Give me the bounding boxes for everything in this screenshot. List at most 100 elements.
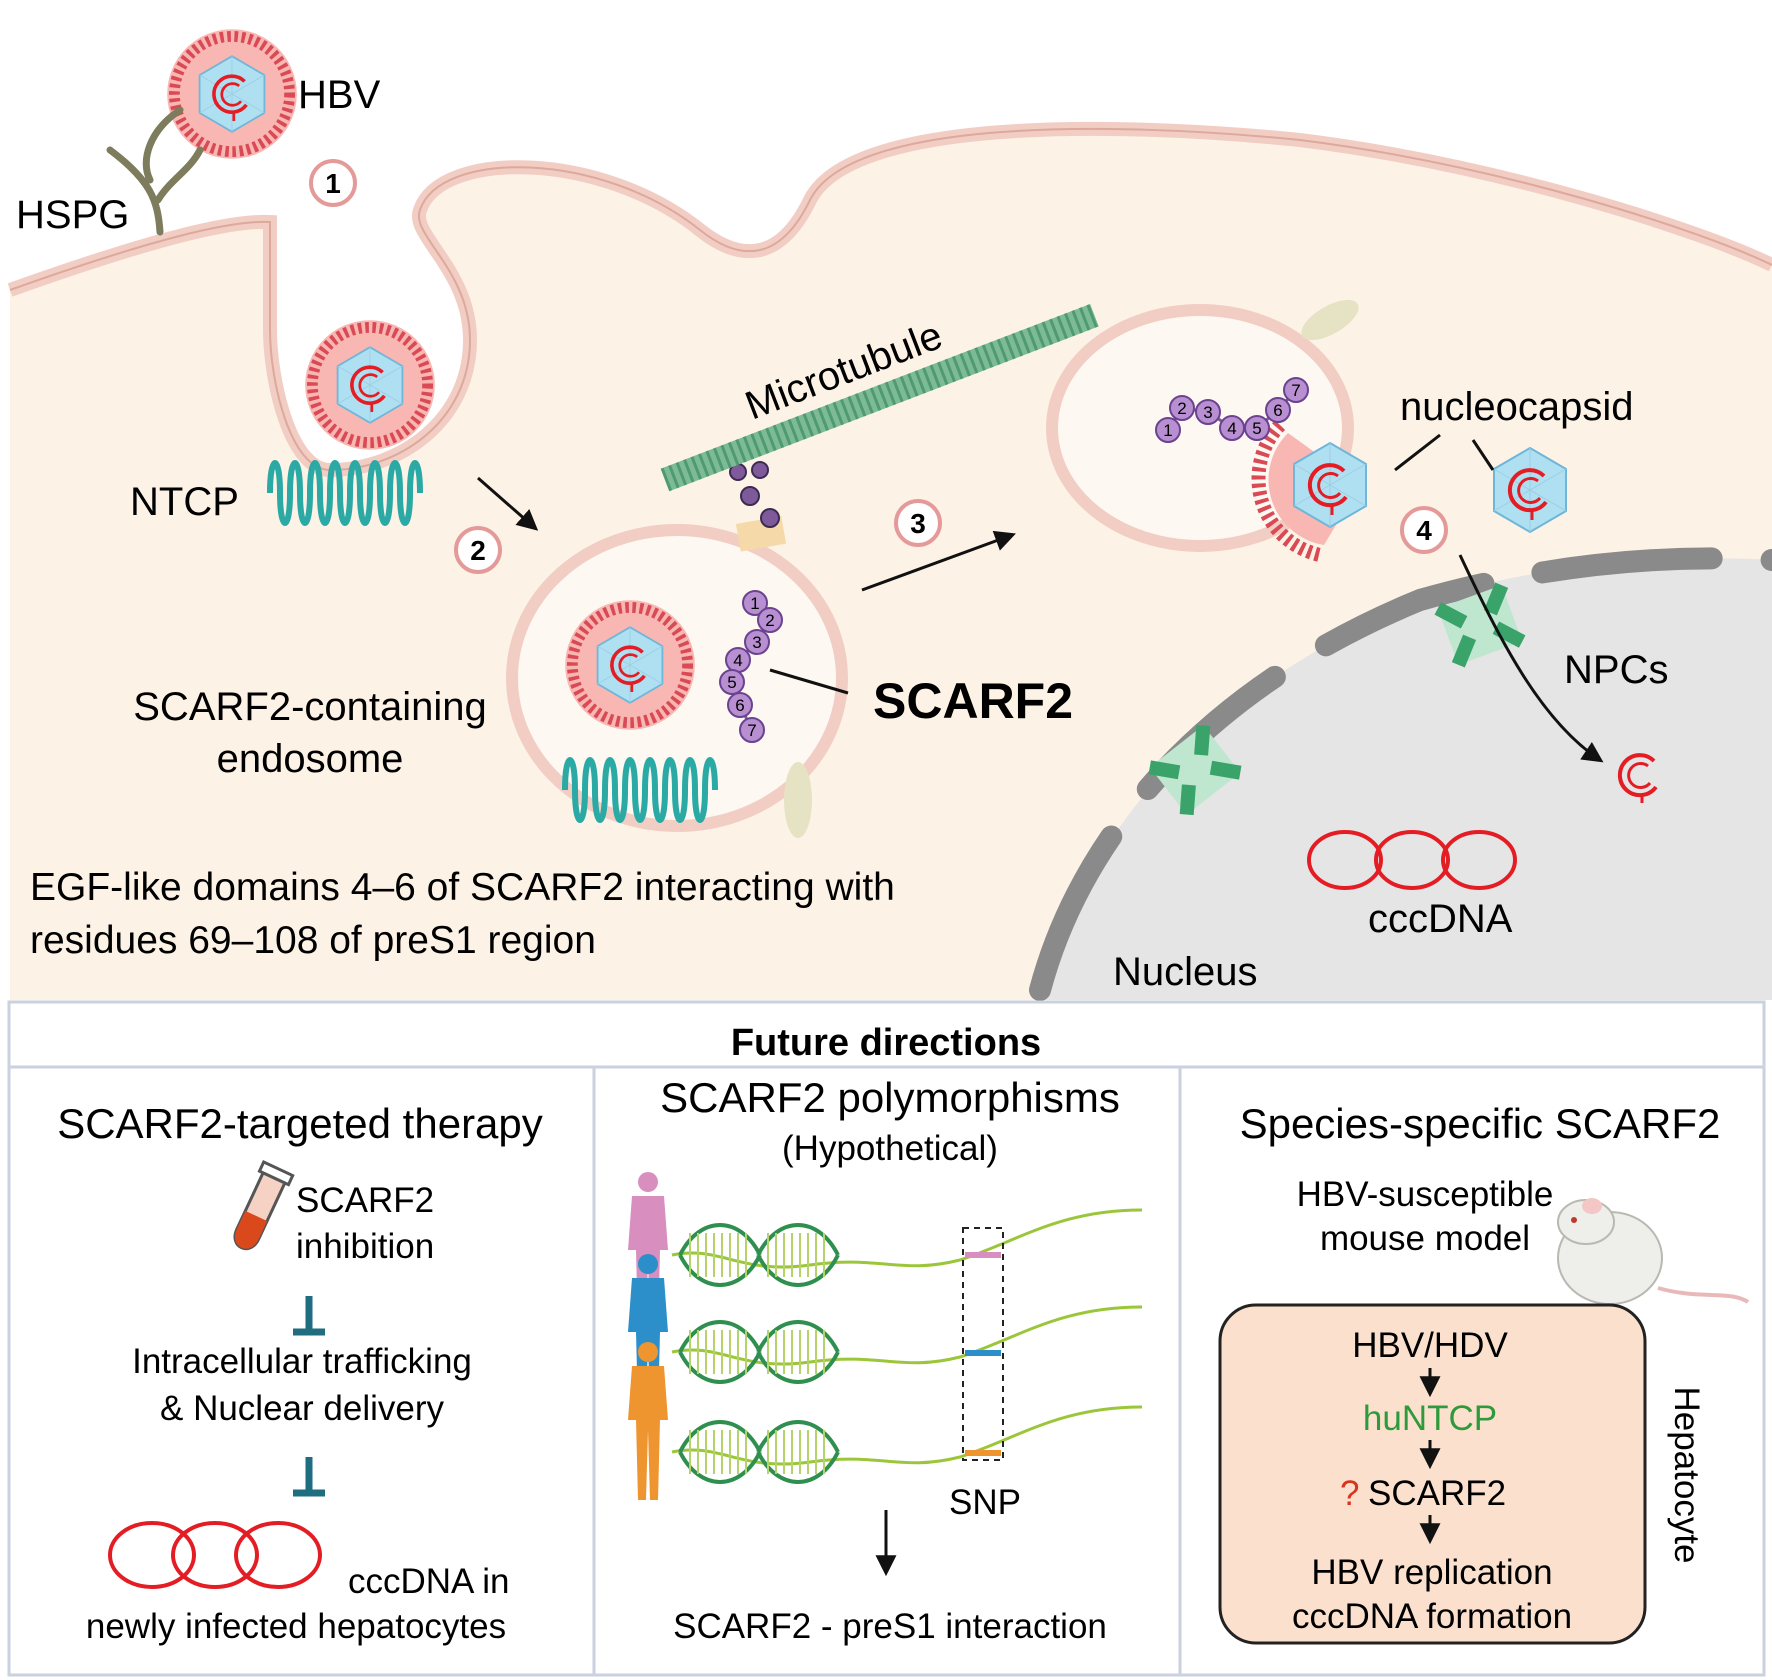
replication-label: HBV replication xyxy=(1311,1553,1552,1592)
hbv-hdv-label: HBV/HDV xyxy=(1352,1326,1508,1365)
future-directions-title: Future directions xyxy=(731,1022,1041,1064)
step-marker-3: 3 xyxy=(894,499,942,547)
egf-domain-icon xyxy=(742,590,768,616)
egf-domain-icon xyxy=(1155,417,1181,443)
egf-domain-number: 3 xyxy=(752,633,761,652)
egf-domain-number: 7 xyxy=(1291,381,1300,400)
interaction-label: SCARF2 - preS1 interaction xyxy=(673,1607,1107,1646)
inhibition-icon xyxy=(293,1457,325,1497)
npcs-label: NPCs xyxy=(1564,648,1668,692)
egf-domain-icon xyxy=(1265,397,1291,423)
egf-domain-icon xyxy=(1244,415,1270,441)
cccdna-label: cccDNA xyxy=(1368,897,1513,941)
egf-domain-number: 7 xyxy=(747,721,756,740)
endosome-label: SCARF2-containing xyxy=(133,685,487,729)
arrow xyxy=(477,476,539,531)
cccdna-icon xyxy=(1307,830,1517,890)
huntcp-label: huNTCP xyxy=(1363,1399,1497,1438)
trafficking-label: & Nuclear delivery xyxy=(160,1389,444,1428)
dna-helix-icon xyxy=(756,1223,840,1287)
dna-helix-icon xyxy=(678,1420,762,1484)
svg-text:3: 3 xyxy=(910,508,926,539)
npc-icon xyxy=(1434,582,1526,668)
step-marker-4: 4 xyxy=(1400,506,1448,554)
nucleus xyxy=(1040,558,1772,1000)
snp-marker xyxy=(965,1350,1001,1356)
hspg-label: HSPG xyxy=(16,193,129,237)
cccdna-label: cccDNA in xyxy=(348,1562,509,1601)
snp-marker xyxy=(965,1252,1001,1258)
virion-icon xyxy=(565,600,695,730)
egf-domain-number: 4 xyxy=(1227,419,1236,438)
microtubule-icon xyxy=(660,303,1099,492)
egf-domain-icon xyxy=(757,607,783,633)
leader-line xyxy=(769,668,849,695)
egf-domain-number: 4 xyxy=(733,651,742,670)
egf-domain-number: 1 xyxy=(1163,421,1172,440)
hspg-icon xyxy=(106,106,204,236)
hbv-label: HBV xyxy=(298,73,381,117)
snp-marker xyxy=(965,1450,1001,1456)
trafficking-label: Intracellular trafficking xyxy=(132,1342,472,1381)
dna-helix-icon xyxy=(756,1420,840,1484)
cccdna-label: newly infected hepatocytes xyxy=(86,1607,506,1646)
egf-domain-number: 2 xyxy=(765,611,774,630)
egf-domain-number: 3 xyxy=(1203,403,1212,422)
nucleus-label: Nucleus xyxy=(1113,950,1258,994)
cccdna-icon xyxy=(108,1521,322,1589)
rcdna-icon xyxy=(1617,753,1658,803)
scarf2-label: SCARF2 xyxy=(873,673,1073,729)
step-marker-1: 1 xyxy=(309,159,357,207)
question-mark: ? xyxy=(1340,1474,1359,1513)
arrow xyxy=(1458,554,1604,763)
dna-helix-icon xyxy=(678,1223,762,1287)
transmembrane-domain-icon xyxy=(784,762,812,838)
hepatocyte-label: Hepatocyte xyxy=(1667,1386,1706,1563)
ntcp-label: NTCP xyxy=(130,480,239,524)
polymorphisms-subtitle: (Hypothetical) xyxy=(782,1129,998,1168)
inhibition-icon xyxy=(293,1296,325,1336)
mouse-icon xyxy=(1557,1198,1750,1305)
dna-strand xyxy=(671,1208,1143,1269)
endosome-label: endosome xyxy=(217,737,404,781)
virion-icon xyxy=(1251,420,1368,562)
egf-domain-number: 5 xyxy=(727,673,736,692)
mouse-model-label: mouse model xyxy=(1320,1219,1530,1258)
svg-text:4: 4 xyxy=(1416,515,1432,546)
egf-domain-icon xyxy=(1195,399,1221,425)
inhibition-label: inhibition xyxy=(296,1227,434,1266)
egf-domain-icon xyxy=(719,669,745,695)
dna-helix-icon xyxy=(678,1320,762,1384)
nucleocapsid-label: nucleocapsid xyxy=(1400,385,1634,429)
polymorphisms-title: SCARF2 polymorphisms xyxy=(660,1074,1120,1121)
egf-domain-number: 1 xyxy=(750,594,759,613)
svg-text:1: 1 xyxy=(325,168,341,199)
transmembrane-domain-icon xyxy=(1301,299,1359,341)
virion-icon xyxy=(305,320,435,450)
therapy-title: SCARF2-targeted therapy xyxy=(57,1100,543,1147)
replication-label: cccDNA formation xyxy=(1292,1597,1572,1636)
tube-icon xyxy=(233,1160,295,1251)
snp-label: SNP xyxy=(949,1483,1021,1522)
dna-strand xyxy=(671,1405,1143,1466)
snp-box xyxy=(962,1227,1004,1461)
arrow xyxy=(861,530,1016,592)
egf-domain-number: 2 xyxy=(1177,399,1186,418)
egf-domain-icon xyxy=(727,692,753,718)
dna-strand xyxy=(671,1305,1143,1366)
svg-text:2: 2 xyxy=(470,535,486,566)
egf-domain-icon xyxy=(1283,377,1309,403)
step-marker-2: 2 xyxy=(454,526,502,574)
egf-domain-icon xyxy=(739,717,765,743)
dynein-icon xyxy=(729,461,780,528)
egf-domain-icon xyxy=(744,629,770,655)
egf-annotation: residues 69–108 of preS1 region xyxy=(30,919,596,962)
egf-domain-number: 6 xyxy=(1273,401,1282,420)
leader-line xyxy=(1471,439,1495,471)
egf-domain-number: 6 xyxy=(735,696,744,715)
egf-annotation: EGF-like domains 4–6 of SCARF2 interacti… xyxy=(30,866,895,909)
egf-domain-number: 5 xyxy=(1252,419,1261,438)
